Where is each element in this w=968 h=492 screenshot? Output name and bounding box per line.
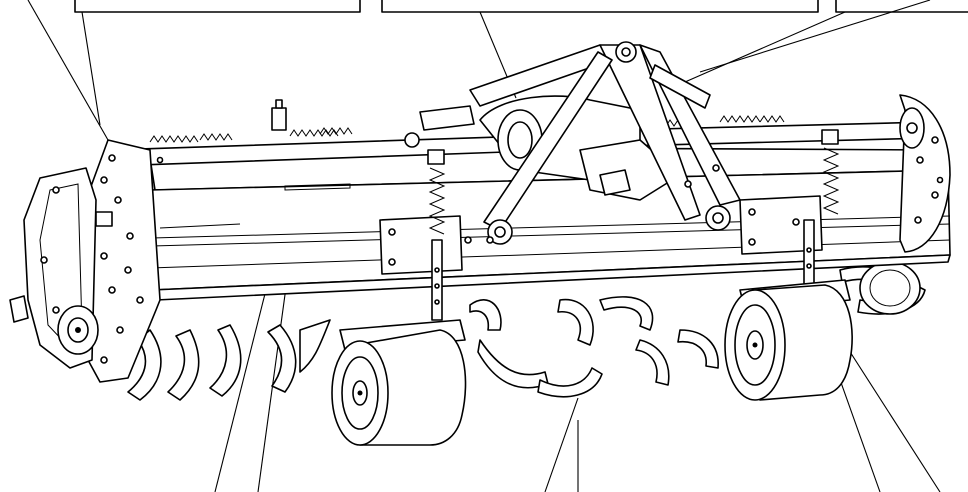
callout-box-top-right <box>835 0 968 13</box>
callout-box-top-center <box>381 0 819 13</box>
side-drive-housing <box>9 139 161 383</box>
frame-bolts <box>156 156 944 244</box>
rotor-tines <box>127 261 926 401</box>
right-gauge-wheel <box>724 129 853 401</box>
callout-box-top-left <box>74 0 361 13</box>
right-end-plate <box>899 94 951 253</box>
left-gauge-wheel <box>331 149 467 446</box>
